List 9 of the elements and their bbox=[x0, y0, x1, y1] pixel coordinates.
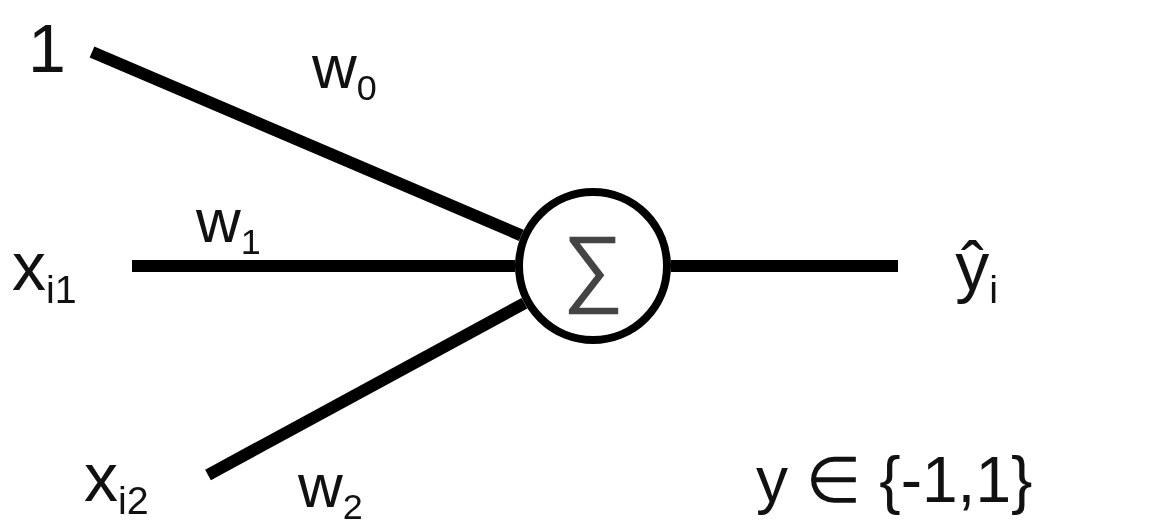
variable-label: 1 bbox=[28, 8, 92, 88]
connector-line bbox=[89, 46, 524, 241]
variable-label: ŷ$_{i}$ bbox=[898, 214, 998, 318]
variable-label: x$_{i1}$ bbox=[12, 228, 132, 304]
connector-line bbox=[205, 297, 528, 481]
summation-node: ∑ bbox=[515, 188, 671, 344]
connector-line bbox=[132, 260, 515, 272]
connector-line bbox=[671, 260, 898, 272]
variable-label: x$_{i2}$ bbox=[84, 438, 208, 516]
